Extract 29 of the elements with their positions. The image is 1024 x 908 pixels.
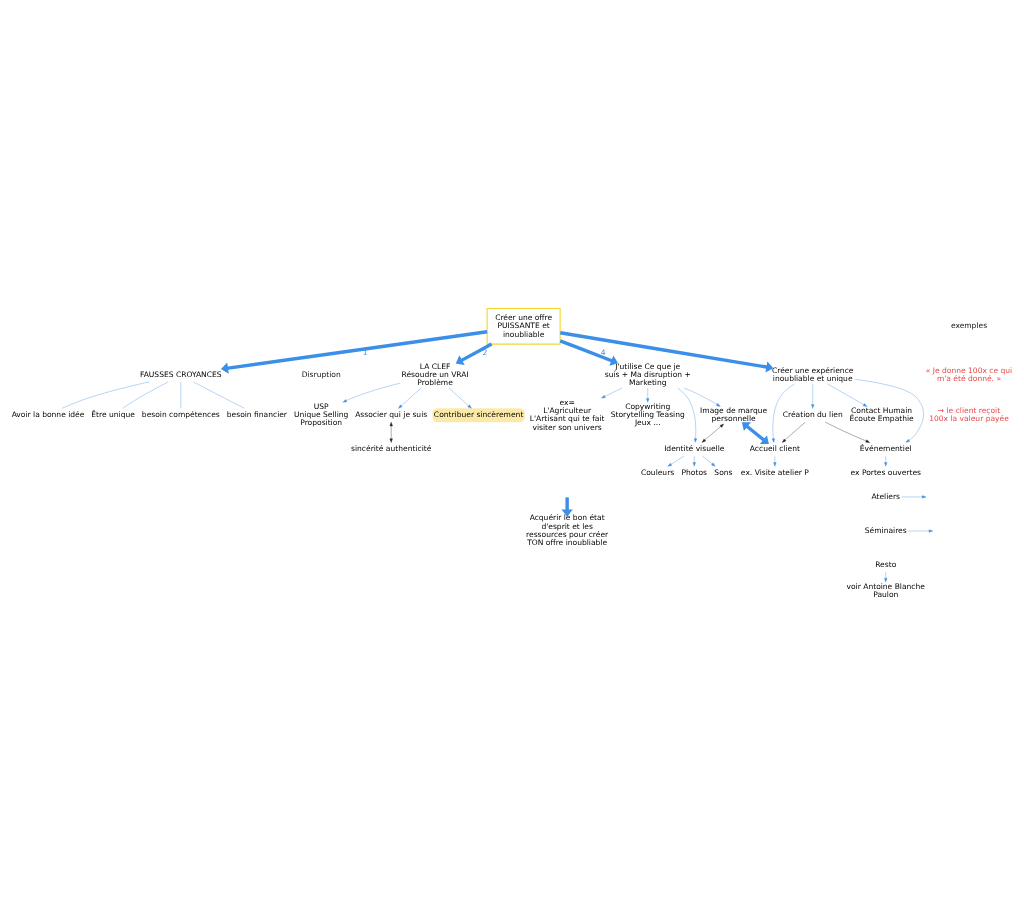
arrow [448,387,472,409]
arrow [646,387,650,403]
arrow [771,383,795,443]
arrow [398,387,422,409]
arrow [692,456,696,467]
arrow [773,456,777,467]
arrow [901,495,927,499]
arrow [907,529,934,533]
arrow [854,379,924,443]
arrow [824,421,870,443]
arrow [701,423,724,443]
arrow [601,387,623,399]
arrow [455,342,493,366]
arrow [559,331,774,373]
arrow [561,497,573,517]
arrow [741,422,769,445]
arrow [884,571,888,583]
arrow [827,383,868,407]
arrow [884,456,888,467]
arrow [389,422,393,443]
arrow [683,387,721,407]
arrow [677,387,698,443]
arrow [811,383,815,409]
arrow [782,422,806,443]
arrow [702,456,716,467]
arrow [667,455,685,467]
arrow [559,339,618,366]
arrow [342,382,401,403]
arrow [221,330,488,374]
